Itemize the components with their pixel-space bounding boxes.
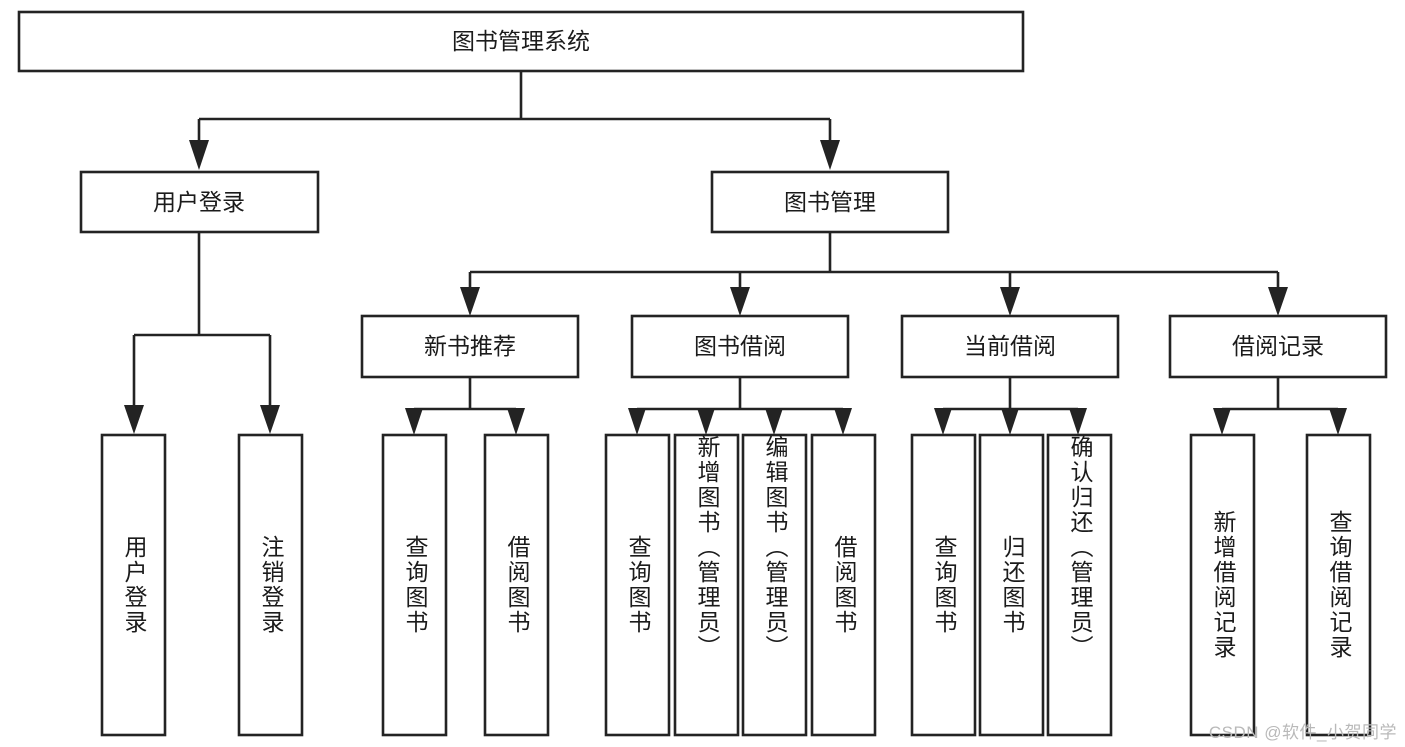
- arrow-head-leaf-query-book-2: [628, 408, 646, 435]
- leaf-box-query-book-1[interactable]: [381, 433, 448, 737]
- node-book-borrow-label: 图书借阅: [694, 333, 786, 359]
- leaf-box-return-book[interactable]: [978, 433, 1045, 737]
- connector-group-borrow-record: [1213, 377, 1347, 435]
- node-root-label: 图书管理系统: [452, 28, 590, 54]
- arrow-head-userlogin: [189, 140, 209, 170]
- arrow-head-bookmanage: [820, 140, 840, 170]
- arrow-head-leaf-add-book: [697, 408, 715, 435]
- leaf-box-edit-book[interactable]: [741, 433, 808, 737]
- connector-group-bookmanage: [460, 232, 1288, 316]
- arrow-head-leaf-user-logout: [260, 405, 280, 434]
- leaf-box-query-record[interactable]: [1305, 433, 1372, 737]
- leaf-box-query-book-2[interactable]: [604, 433, 671, 737]
- arrow-head-leaf-query-book-3: [934, 408, 952, 435]
- node-book-manage-label: 图书管理: [784, 189, 876, 215]
- connector-group-root: [189, 71, 840, 170]
- node-book-borrow-box[interactable]: [630, 314, 850, 379]
- node-current-borrow[interactable]: 当前借阅: [900, 314, 1120, 379]
- node-new-book-recommend[interactable]: 新书推荐: [360, 314, 580, 379]
- csdn-watermark: CSDN @软件_小贺同学: [1208, 723, 1397, 742]
- arrow-head-leaf-borrow-book-2: [834, 408, 852, 435]
- node-user-login[interactable]: 用户登录: [79, 170, 320, 234]
- leaf-box-borrow-book-1[interactable]: [483, 433, 550, 737]
- node-current-borrow-label: 当前借阅: [964, 333, 1056, 359]
- leaf-box-add-record[interactable]: [1189, 433, 1256, 737]
- arrow-head-leaf-query-record: [1329, 408, 1347, 435]
- leaf-box-borrow-book-2[interactable]: [810, 433, 877, 737]
- node-book-manage-box[interactable]: [710, 170, 950, 234]
- node-user-login-box[interactable]: [79, 170, 320, 234]
- node-current-borrow-box[interactable]: [900, 314, 1120, 379]
- connector-group-new-book-recommend: [405, 377, 525, 435]
- connector-group-userlogin: [124, 232, 280, 434]
- arrow-head-leaf-edit-book: [765, 408, 783, 435]
- node-borrow-record-label: 借阅记录: [1232, 333, 1324, 359]
- arrow-head-leaf-query-book-1: [405, 408, 423, 435]
- connector-group-book-borrow: [628, 377, 852, 435]
- arrow-head-borrow-record: [1268, 287, 1288, 316]
- connector-group-current-borrow: [934, 377, 1087, 435]
- arrow-head-current-borrow: [1000, 287, 1020, 316]
- arrow-head-book-borrow: [730, 287, 750, 316]
- leaf-box-add-book[interactable]: [673, 433, 740, 737]
- arrow-head-leaf-borrow-book-1: [507, 408, 525, 435]
- node-root[interactable]: 图书管理系统: [17, 10, 1025, 73]
- node-new-book-recommend-label: 新书推荐: [424, 333, 516, 359]
- node-book-manage[interactable]: 图书管理: [710, 170, 950, 234]
- node-borrow-record[interactable]: 借阅记录: [1168, 314, 1388, 379]
- leaf-boxes: [100, 433, 1372, 737]
- leaf-box-query-book-3[interactable]: [910, 433, 977, 737]
- node-book-borrow[interactable]: 图书借阅: [630, 314, 850, 379]
- arrow-head-leaf-user-login: [124, 405, 144, 434]
- node-new-book-recommend-box[interactable]: [360, 314, 580, 379]
- arrow-head-leaf-confirm-return: [1069, 408, 1087, 435]
- node-borrow-record-box[interactable]: [1168, 314, 1388, 379]
- node-user-login-label: 用户登录: [153, 189, 245, 215]
- arrow-head-new-book-recommend: [460, 287, 480, 316]
- leaf-box-confirm-return[interactable]: [1046, 433, 1113, 737]
- leaf-box-user-logout[interactable]: [237, 433, 304, 737]
- node-root-box[interactable]: [17, 10, 1025, 73]
- leaf-box-user-login[interactable]: [100, 433, 167, 737]
- arrow-head-leaf-return-book: [1001, 408, 1019, 435]
- arrow-head-leaf-add-record: [1213, 408, 1231, 435]
